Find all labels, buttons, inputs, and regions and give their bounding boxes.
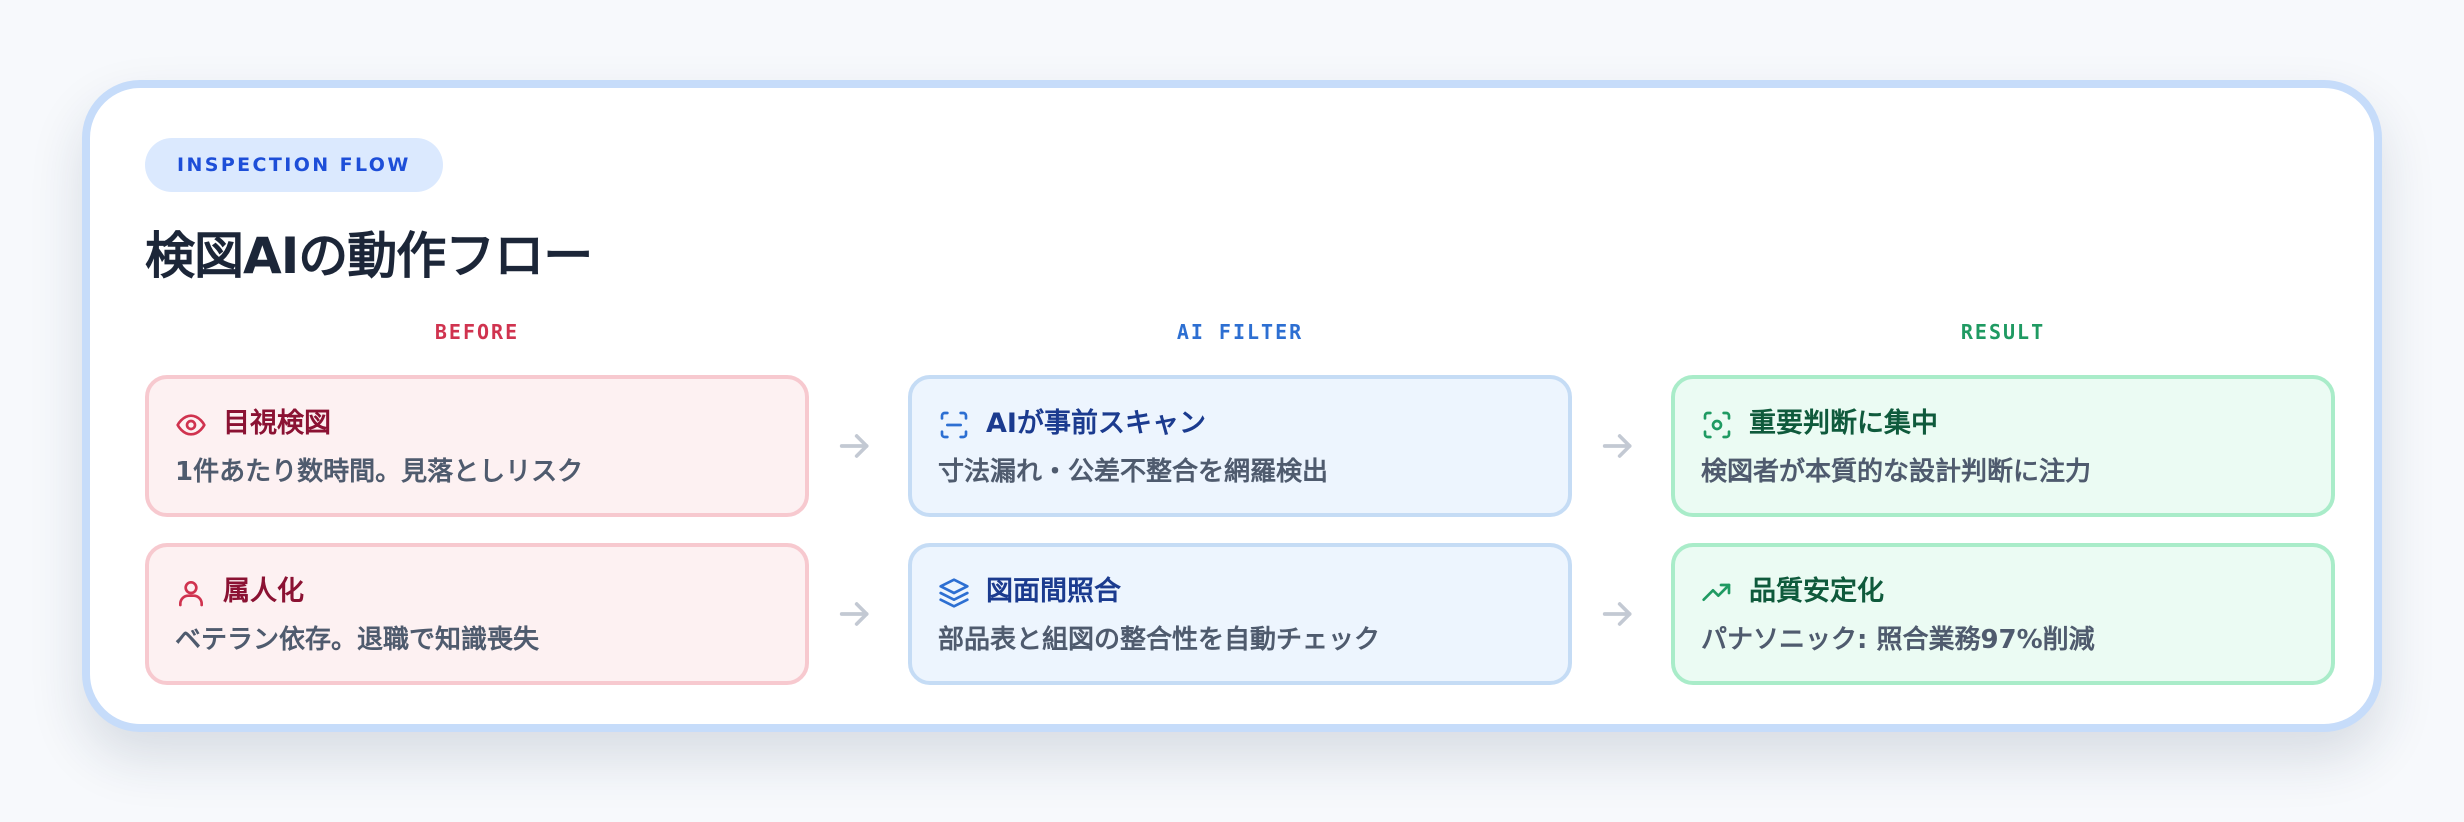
step-quality-stabilization: 品質安定化 パナソニック: 照合業務97%削減 xyxy=(1671,543,2335,685)
user-icon xyxy=(175,577,207,609)
step-description: パナソニック: 照合業務97%削減 xyxy=(1701,625,2095,655)
page-title: 検図AIの動作フロー xyxy=(145,227,593,285)
arrow-right-icon xyxy=(835,594,875,634)
eye-icon xyxy=(175,409,207,441)
step-visual-inspection: 目視検図 1件あたり数時間。見落としリスク xyxy=(145,375,809,517)
step-title: 目視検図 xyxy=(223,408,331,439)
inspection-flow-card: INSPECTION FLOW 検図AIの動作フロー BEFORE AI FIL… xyxy=(82,80,2382,732)
arrow-right-icon xyxy=(1598,594,1638,634)
arrow-right-icon xyxy=(1598,426,1638,466)
focus-icon xyxy=(1701,409,1733,441)
step-title: AIが事前スキャン xyxy=(986,408,1206,439)
step-ai-prescan: AIが事前スキャン 寸法漏れ・公差不整合を網羅検出 xyxy=(908,375,1572,517)
step-personal-dependency: 属人化 ベテラン依存。退職で知識喪失 xyxy=(145,543,809,685)
step-title: 品質安定化 xyxy=(1749,576,1884,607)
column-label-before: BEFORE xyxy=(434,320,520,344)
layers-icon xyxy=(938,577,970,609)
step-description: 寸法漏れ・公差不整合を網羅検出 xyxy=(938,457,1329,487)
step-focus-judgment: 重要判断に集中 検図者が本質的な設計判断に注力 xyxy=(1671,375,2335,517)
trending-up-icon xyxy=(1701,577,1733,609)
column-label-ai-filter: AI FILTER xyxy=(1176,320,1304,344)
step-title: 属人化 xyxy=(223,576,304,607)
section-badge: INSPECTION FLOW xyxy=(145,138,443,192)
column-label-result: RESULT xyxy=(1960,320,2046,344)
step-title: 図面間照合 xyxy=(986,576,1121,607)
scan-icon xyxy=(938,409,970,441)
step-title: 重要判断に集中 xyxy=(1749,408,1938,439)
arrow-right-icon xyxy=(835,426,875,466)
step-description: 検図者が本質的な設計判断に注力 xyxy=(1701,457,2092,487)
step-description: ベテラン依存。退職で知識喪失 xyxy=(175,625,540,655)
step-drawing-cross-check: 図面間照合 部品表と組図の整合性を自動チェック xyxy=(908,543,1572,685)
step-description: 1件あたり数時間。見落としリスク xyxy=(175,457,584,487)
step-description: 部品表と組図の整合性を自動チェック xyxy=(938,625,1381,655)
